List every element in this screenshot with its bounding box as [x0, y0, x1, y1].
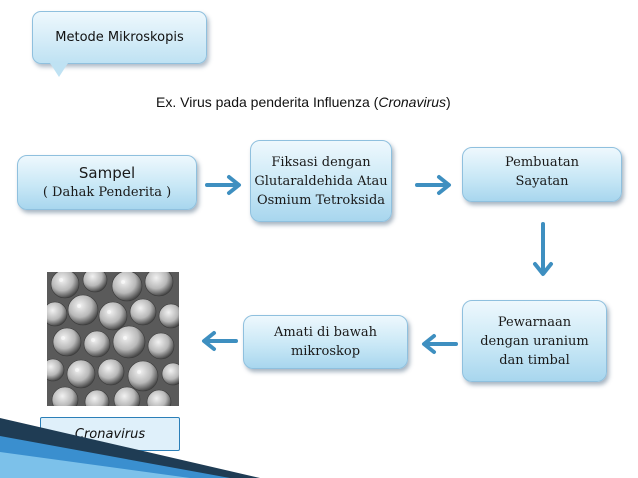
step-pewarnaan-line1: Pewarnaan: [497, 314, 572, 330]
step-sampel-line2: ( Dahak Penderita ): [42, 185, 172, 200]
step-pembuatan-line1: Pembuatan: [505, 155, 579, 170]
arrow-down: [533, 222, 553, 276]
step-fiksasi: Fiksasi dengan Glutaraldehida Atau Osmiu…: [250, 140, 392, 222]
title-callout: Metode Mikroskopis: [32, 11, 207, 64]
decorative-swoosh: [0, 418, 260, 478]
step-pembuatan-line2: Sayatan: [515, 174, 569, 189]
title-text: Metode Mikroskopis: [55, 30, 184, 45]
arrow-right-1: [205, 175, 241, 195]
step-amati: Amati di bawah mikroskop: [243, 315, 408, 369]
subtitle-italic: Cronavirus: [378, 94, 447, 110]
callout-tail: [50, 63, 68, 77]
step-fiksasi-line3: Osmium Tetroksida: [256, 192, 386, 208]
step-fiksasi-line2: Glutaraldehida Atau: [254, 173, 388, 189]
step-fiksasi-line1: Fiksasi dengan: [271, 154, 371, 170]
step-pewarnaan-line3: dan timbal: [499, 352, 570, 368]
subtitle-suffix: ): [446, 94, 451, 110]
subtitle: Ex. Virus pada penderita Influenza (Cron…: [156, 94, 451, 110]
arrow-right-2: [415, 175, 451, 195]
step-pewarnaan-line2: dengan uranium: [480, 333, 589, 349]
caption-text: Cronavirus: [74, 426, 146, 442]
step-amati-line2: mikroskop: [290, 344, 361, 359]
arrow-left-2: [202, 331, 238, 351]
step-pewarnaan: Pewarnaan dengan uranium dan timbal: [462, 300, 607, 382]
step-amati-line1: Amati di bawah: [274, 325, 377, 340]
step-sampel: Sampel ( Dahak Penderita ): [17, 155, 197, 210]
subtitle-prefix: Ex. Virus pada penderita Influenza (: [156, 94, 379, 110]
arrow-left-1: [422, 334, 458, 354]
virus-micrograph: [47, 272, 179, 406]
step-sampel-line1: Sampel: [78, 164, 136, 182]
step-pembuatan: Pembuatan Sayatan: [462, 147, 622, 202]
